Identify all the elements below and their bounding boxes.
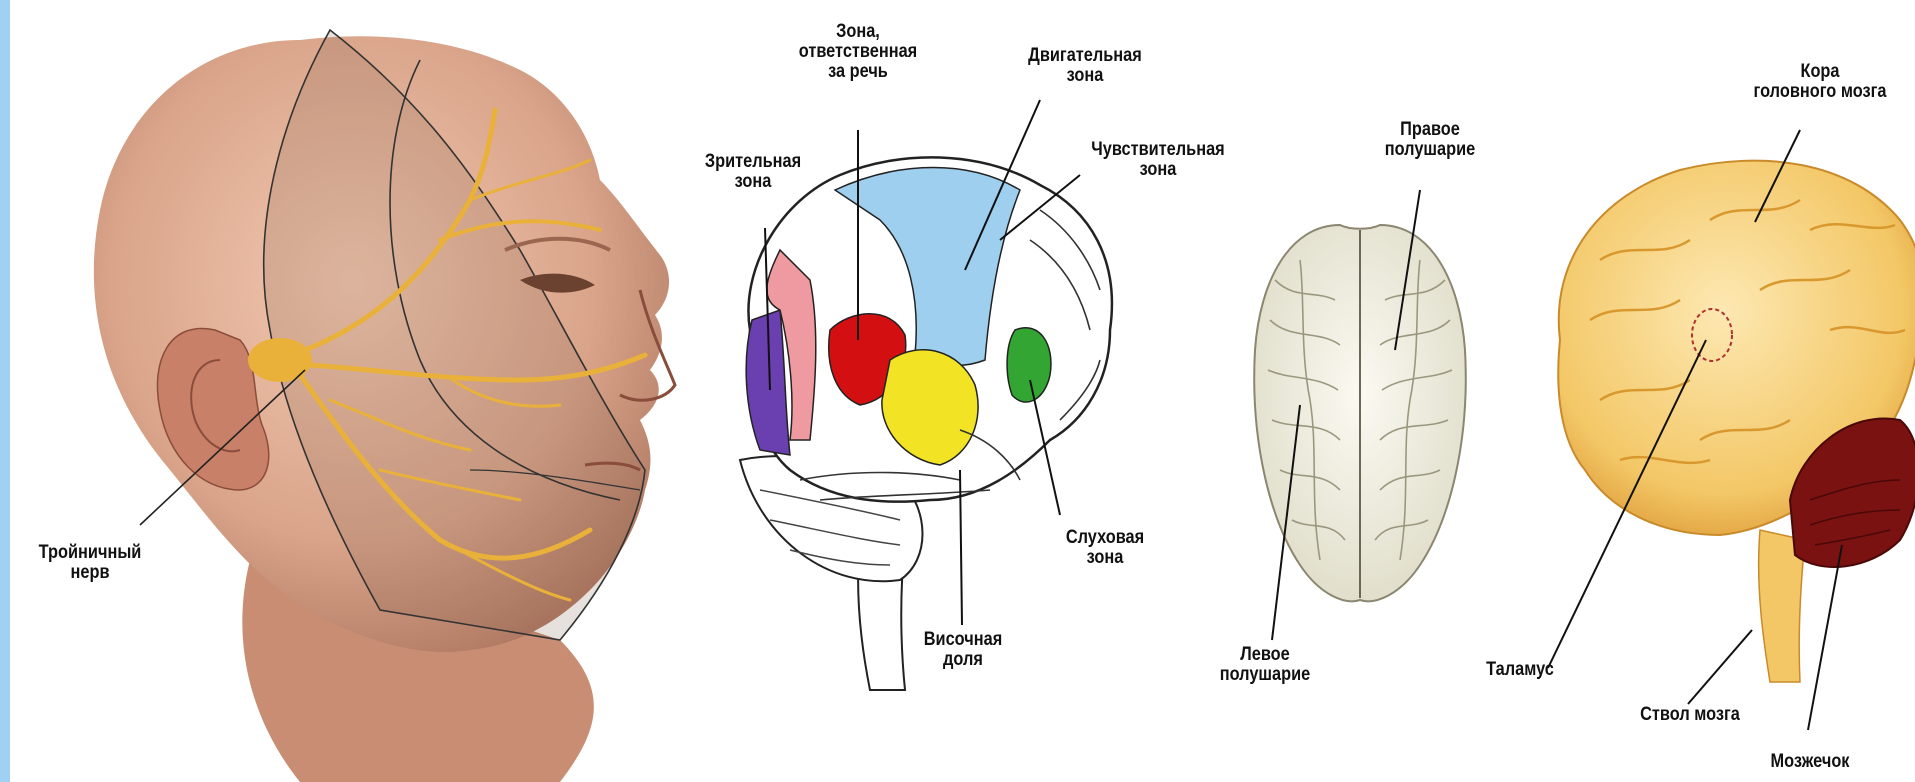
label-thalamus: Таламус xyxy=(1464,660,1576,680)
sagittal-brain-panel xyxy=(1548,130,1915,730)
top-brain-panel xyxy=(1254,190,1466,640)
label-cerebellum: Мозжечок xyxy=(1750,752,1870,772)
auditory-zone xyxy=(1007,328,1051,402)
label-brainstem: Ствол мозга xyxy=(1626,705,1755,725)
head-panel xyxy=(94,30,675,782)
